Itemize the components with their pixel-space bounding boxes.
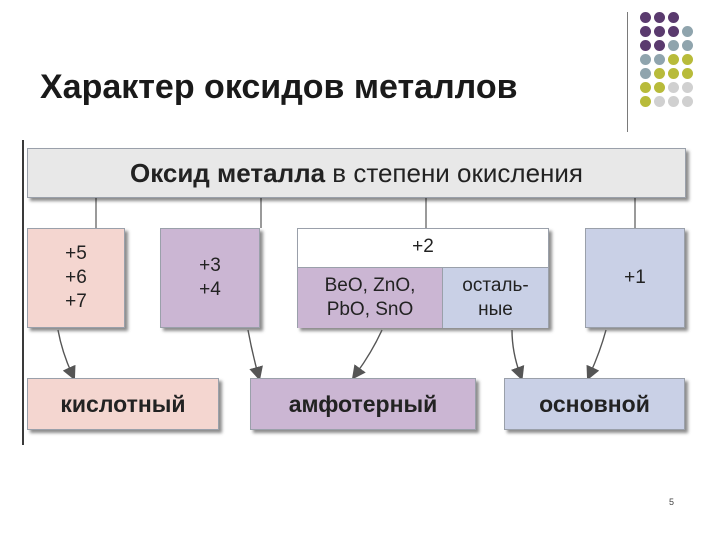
connector-line — [95, 198, 97, 228]
diagram-header: Оксид металла в степени окисления — [27, 148, 686, 198]
dot-icon — [640, 40, 651, 51]
dot-icon — [654, 40, 665, 51]
header-bold-text: Оксид металла — [129, 157, 326, 188]
others-line: ные — [478, 299, 513, 320]
decorative-dot-grid — [638, 10, 698, 120]
dot-icon — [654, 82, 665, 93]
page-number: 5 — [669, 497, 675, 507]
dot-icon — [668, 68, 679, 79]
result-amphoteric: амфотерный — [250, 378, 476, 430]
connector-line — [260, 198, 262, 228]
dot-icon — [654, 54, 665, 65]
dot-icon — [640, 26, 651, 37]
dot-icon — [682, 68, 693, 79]
dot-icon — [654, 96, 665, 107]
state-box-plus2: +2 BeO, ZnO, PbO, SnO осталь- ные — [297, 228, 549, 328]
dot-icon — [640, 96, 651, 107]
dot-icon — [668, 40, 679, 51]
connector-line — [634, 198, 636, 228]
oxide-list-line: PbO, SnO — [326, 299, 414, 320]
arrow-icon — [247, 329, 263, 381]
state-plus2-label: +2 — [298, 229, 548, 268]
dot-icon — [640, 68, 651, 79]
dot-icon — [640, 54, 651, 65]
state-value: +4 — [199, 279, 221, 300]
result-acidic: кислотный — [27, 378, 219, 430]
amphoteric-oxides-cell: BeO, ZnO, PbO, SnO — [298, 268, 443, 328]
dot-icon — [654, 26, 665, 37]
connector-line — [425, 198, 427, 228]
arrow-icon — [586, 329, 607, 381]
header-rest-text: в степени окисления — [325, 157, 584, 188]
slide-title: Характер оксидов металлов — [40, 68, 518, 106]
divider-line — [627, 12, 628, 132]
state-value: +1 — [624, 267, 646, 288]
dot-icon — [654, 68, 665, 79]
result-basic: основной — [504, 378, 685, 430]
state-value: +7 — [65, 291, 87, 312]
dot-icon — [668, 12, 679, 23]
dot-icon — [682, 26, 693, 37]
oxide-list-line: BeO, ZnO, — [324, 275, 416, 296]
state-value: +3 — [199, 255, 221, 276]
arrow-icon — [351, 329, 383, 380]
dot-icon — [682, 54, 693, 65]
state-value: +6 — [65, 267, 87, 288]
state-box-high: +5 +6 +7 — [27, 228, 125, 328]
state-box-mid: +3 +4 — [160, 228, 260, 328]
dot-icon — [668, 26, 679, 37]
dot-icon — [668, 96, 679, 107]
state-box-low: +1 — [585, 228, 685, 328]
dot-icon — [640, 82, 651, 93]
dot-icon — [682, 40, 693, 51]
arrow-icon — [57, 329, 76, 381]
dot-icon — [654, 12, 665, 23]
dot-icon — [640, 12, 651, 23]
dot-icon — [668, 82, 679, 93]
dot-icon — [668, 54, 679, 65]
state-value: +5 — [65, 243, 87, 264]
dot-icon — [682, 82, 693, 93]
dot-icon — [682, 96, 693, 107]
basic-others-cell: осталь- ные — [443, 268, 548, 328]
arrow-icon — [511, 329, 525, 381]
others-line: осталь- — [462, 275, 529, 296]
